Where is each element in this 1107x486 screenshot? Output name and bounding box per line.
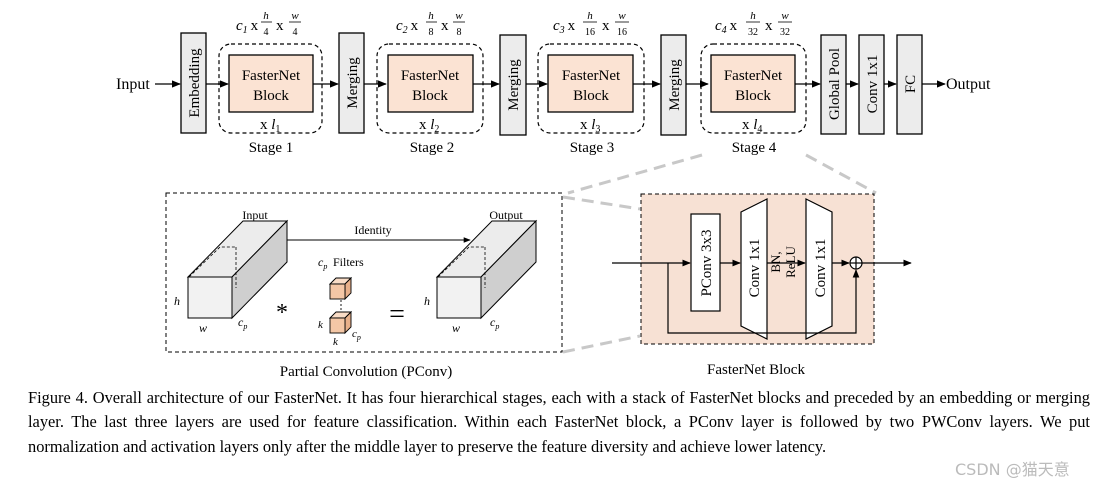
block-label-2: Block	[253, 88, 289, 104]
stage-2-fasternet-block	[387, 54, 474, 113]
svg-text:w: w	[781, 10, 789, 22]
frac-h-den: 4	[264, 27, 269, 38]
stage-2-frame	[376, 43, 484, 134]
svg-text:h: h	[428, 10, 434, 22]
filters-label: Filters	[333, 255, 364, 269]
fc-label: FC	[903, 75, 919, 93]
stage-4-frame	[700, 43, 807, 134]
global-pool-label: Global Pool	[827, 48, 843, 120]
stage-3-label: Stage 3	[570, 140, 615, 156]
conv1x1-label: Conv 1x1	[865, 55, 881, 114]
stage-3-frame	[537, 43, 645, 134]
stage-1-label: Stage 1	[249, 140, 294, 156]
zoom-line-pconv-bottom	[562, 334, 641, 354]
svg-text:8: 8	[457, 27, 462, 38]
stage-4-fasternet-block	[710, 54, 796, 113]
svg-text:x: x	[441, 18, 449, 34]
conv1x1-layer	[858, 34, 885, 135]
merging-layer-3	[660, 34, 687, 136]
relu-label: ReLU	[783, 246, 798, 278]
bn-label: BN,	[768, 251, 783, 272]
frac-w-den: 4	[293, 27, 298, 38]
zoom-line-pconv-top	[562, 195, 641, 211]
svg-text:h: h	[424, 294, 430, 308]
pconv3x3-layer	[690, 213, 721, 312]
svg-text:32: 32	[780, 27, 790, 38]
dim-h: h	[174, 294, 180, 308]
pconv-title: Partial Convolution (PConv)	[280, 364, 453, 380]
zoom-line-right	[805, 153, 877, 195]
svg-text:Block: Block	[412, 88, 448, 104]
stage-4-repeat: x l4	[742, 117, 762, 135]
frac-w: w	[291, 10, 299, 22]
svg-text:w: w	[452, 321, 460, 335]
conv1x1-reduce-layer	[805, 198, 833, 340]
dim-w: w	[199, 321, 207, 335]
fasternet-block-title: FasterNet Block	[707, 362, 805, 378]
svg-text:Merging: Merging	[506, 59, 522, 111]
pconv-output-label: Output	[489, 208, 523, 222]
dim-cp: cp	[238, 315, 247, 331]
embedding-label: Embedding	[187, 48, 203, 118]
residual-connection	[667, 263, 860, 334]
filters-cp: cp	[318, 255, 327, 271]
svg-text:h: h	[587, 10, 593, 22]
input-feature-cube	[186, 219, 289, 320]
times: x	[276, 18, 284, 34]
conv1x1-expand-layer	[740, 198, 768, 340]
svg-text:16: 16	[585, 27, 595, 38]
svg-text:cp: cp	[490, 315, 499, 331]
output-label: Output	[946, 76, 991, 93]
convolution-operator: *	[276, 300, 288, 326]
svg-text:8: 8	[429, 27, 434, 38]
svg-text:w: w	[455, 10, 463, 22]
output-feature-cube	[435, 219, 538, 320]
filter-kernel-top	[328, 276, 353, 301]
watermark: CSDN @猫天意	[955, 460, 1070, 479]
svg-text:h: h	[750, 10, 756, 22]
merging-label-1: Merging	[345, 57, 361, 109]
kernel-k-side: k	[318, 319, 324, 331]
figure-caption: Figure 4. Overall architecture of our Fa…	[28, 388, 1090, 456]
conv1x1-expand-label: Conv 1x1	[747, 239, 763, 298]
stage-1-frame	[218, 43, 323, 134]
equals-operator: =	[389, 299, 405, 330]
pconv-input-label: Input	[242, 208, 268, 222]
svg-text:FasterNet: FasterNet	[724, 68, 783, 84]
stage-3-repeat: x l3	[580, 117, 600, 135]
svg-text:FasterNet: FasterNet	[401, 68, 460, 84]
pconv3x3-label: PConv 3x3	[699, 229, 715, 296]
svg-text:FasterNet: FasterNet	[562, 68, 621, 84]
svg-text:32: 32	[748, 27, 758, 38]
svg-text:16: 16	[617, 27, 627, 38]
conv1x1-reduce-label: Conv 1x1	[813, 239, 829, 298]
svg-text:Block: Block	[573, 88, 609, 104]
merging-layer-1	[338, 32, 365, 134]
frac-h: h	[263, 10, 269, 22]
svg-text:w: w	[618, 10, 626, 22]
svg-text:x: x	[602, 18, 610, 34]
embedding-layer	[180, 32, 207, 134]
svg-text:Block: Block	[735, 88, 771, 104]
kernel-cp: cp	[352, 328, 361, 342]
svg-text:x: x	[765, 18, 773, 34]
zoom-line-left	[567, 153, 703, 195]
input-label: Input	[116, 76, 150, 93]
filter-kernel-bottom	[328, 310, 353, 335]
svg-text:Merging: Merging	[667, 59, 683, 111]
stage-4-label: Stage 4	[732, 140, 777, 156]
stage-2-label: Stage 2	[410, 140, 455, 156]
block-label-1: FasterNet	[242, 68, 301, 84]
stage-1-repeat: x l1	[260, 117, 280, 135]
stage-3-fasternet-block	[547, 54, 634, 113]
identity-label: Identity	[354, 223, 391, 237]
merging-layer-2	[499, 34, 527, 136]
kernel-k-bottom: k	[333, 336, 339, 348]
stage-2-repeat: x l2	[419, 117, 439, 135]
